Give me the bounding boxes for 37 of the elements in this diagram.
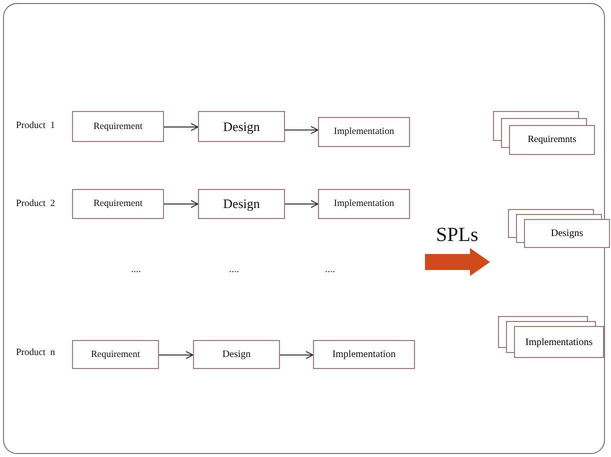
document-stack bbox=[498, 316, 604, 358]
arrow bbox=[164, 123, 198, 131]
arrow bbox=[284, 200, 318, 208]
node-label: Implementations bbox=[525, 336, 593, 348]
arrow bbox=[284, 126, 318, 134]
node-label: Requirement bbox=[93, 199, 143, 209]
product-label: Product 1 bbox=[16, 121, 56, 131]
product-label: Product 2 bbox=[16, 199, 56, 209]
process-box bbox=[193, 340, 280, 369]
ellipsis: .... bbox=[325, 264, 335, 275]
process-box bbox=[313, 340, 415, 369]
arrow bbox=[280, 351, 314, 359]
process-box bbox=[318, 189, 410, 219]
process-box bbox=[198, 111, 285, 142]
product-label: Product n bbox=[16, 348, 56, 358]
node-label: Implementation bbox=[332, 349, 396, 360]
process-box bbox=[318, 117, 410, 147]
node-label: Implementation bbox=[334, 199, 394, 209]
arrow-label: SPLs bbox=[436, 224, 478, 247]
node-label: Design bbox=[222, 349, 251, 360]
ellipsis: .... bbox=[229, 264, 239, 275]
process-box bbox=[72, 340, 159, 369]
process-box bbox=[198, 189, 285, 219]
node-label: Design bbox=[223, 118, 260, 134]
ellipsis: .... bbox=[131, 264, 141, 275]
node-label: Requirement bbox=[90, 350, 140, 360]
node-label: Implementation bbox=[334, 127, 394, 137]
process-box bbox=[72, 111, 164, 142]
node-label: Design bbox=[223, 196, 260, 212]
arrow bbox=[164, 200, 198, 208]
arrow bbox=[158, 351, 194, 359]
process-box bbox=[72, 189, 164, 219]
node-label: Designs bbox=[550, 228, 584, 239]
node-label: Requirement bbox=[93, 122, 143, 132]
document-stack bbox=[493, 111, 595, 155]
document-stack bbox=[508, 209, 610, 248]
node-label: Requiremnts bbox=[528, 135, 576, 145]
